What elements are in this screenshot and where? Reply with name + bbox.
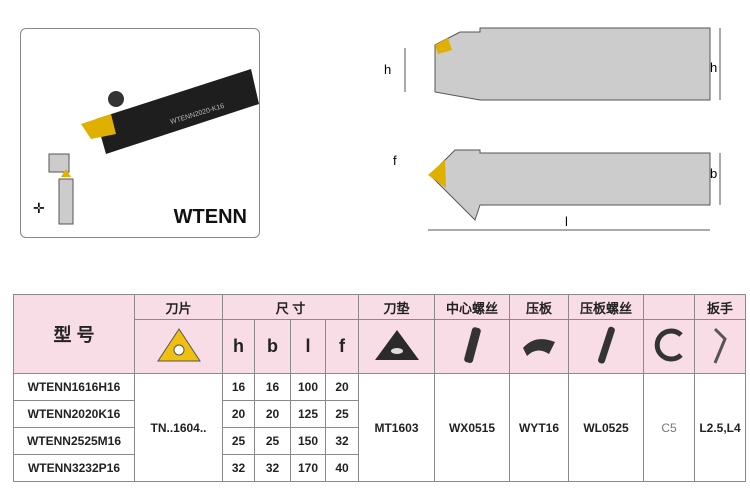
header-insert: 刀片	[134, 294, 223, 320]
shim-cell: MT1603	[358, 373, 435, 482]
f-cell: 32	[325, 427, 359, 455]
table-row: WTENN3232P16 32 32 170 40	[13, 454, 746, 482]
table-row: WTENN2020K16 20 20 125 25	[13, 400, 746, 428]
tool-holder-image: WTENN2020-K16 ✛	[33, 69, 259, 225]
col-h: h	[222, 319, 255, 374]
header-wrench: 扳手	[694, 294, 746, 320]
product-name: WTENN	[173, 206, 247, 228]
f-cell: 25	[325, 400, 359, 428]
technical-drawing: h h f b l	[384, 27, 721, 231]
shim-icon	[358, 319, 435, 374]
center-screw-icon	[434, 319, 510, 374]
header-shim: 刀垫	[358, 294, 435, 320]
header-clamp: 压板	[509, 294, 569, 320]
header-size: 尺 寸	[222, 294, 359, 320]
h-cell: 25	[222, 427, 255, 455]
header-model: 型 号	[13, 294, 135, 374]
spec-table: 型 号 刀片 尺 寸 刀垫 中心螺丝 压板 压板螺丝 扳手 h b l f WT…	[13, 294, 746, 482]
col-l: l	[290, 319, 326, 374]
table-row: WTENN2525M16 25 25 150 32	[13, 427, 746, 455]
model-cell: WTENN2020K16	[13, 400, 135, 428]
f-cell: 20	[325, 373, 359, 401]
l-cell: 170	[290, 454, 326, 482]
svg-text:l: l	[565, 214, 568, 229]
clamp-screw-cell: WL0525	[568, 373, 644, 482]
l-cell: 150	[290, 427, 326, 455]
svg-text:h: h	[710, 60, 717, 75]
header-center-screw: 中心螺丝	[434, 294, 510, 320]
clamp-icon	[509, 319, 569, 374]
b-cell: 20	[254, 400, 291, 428]
insert-icon	[134, 319, 223, 374]
l-cell: 100	[290, 373, 326, 401]
table-row: WTENN1616H16 TN..1604.. 16 16 100 20 MT1…	[13, 373, 746, 482]
header-circlip	[643, 294, 695, 320]
wrench-cell: L2.5,L4	[694, 373, 746, 482]
b-cell: 32	[254, 454, 291, 482]
clamp-cell: WYT16	[509, 373, 569, 482]
model-cell: WTENN3232P16	[13, 454, 135, 482]
model-cell: WTENN1616H16	[13, 373, 135, 401]
f-cell: 40	[325, 454, 359, 482]
h-cell: 16	[222, 373, 255, 401]
product-photo: WTENN2020-K16 ✛ WTENN	[20, 28, 260, 238]
wrench-icon	[694, 319, 746, 374]
h-cell: 20	[222, 400, 255, 428]
insert-cell: TN..1604..	[134, 373, 223, 482]
svg-text:b: b	[710, 166, 717, 181]
svg-text:h: h	[384, 62, 391, 77]
circlip-icon	[643, 319, 695, 374]
header-clamp-screw: 压板螺丝	[568, 294, 644, 320]
axis-cross-icon: ✛	[33, 200, 45, 216]
svg-text:f: f	[393, 153, 397, 168]
col-b: b	[254, 319, 291, 374]
clamp-screw-icon	[568, 319, 644, 374]
b-cell: 25	[254, 427, 291, 455]
col-f: f	[325, 319, 359, 374]
model-cell: WTENN2525M16	[13, 427, 135, 455]
h-cell: 32	[222, 454, 255, 482]
l-cell: 125	[290, 400, 326, 428]
circlip-cell: C5	[643, 373, 695, 482]
b-cell: 16	[254, 373, 291, 401]
center-screw-cell: WX0515	[434, 373, 510, 482]
